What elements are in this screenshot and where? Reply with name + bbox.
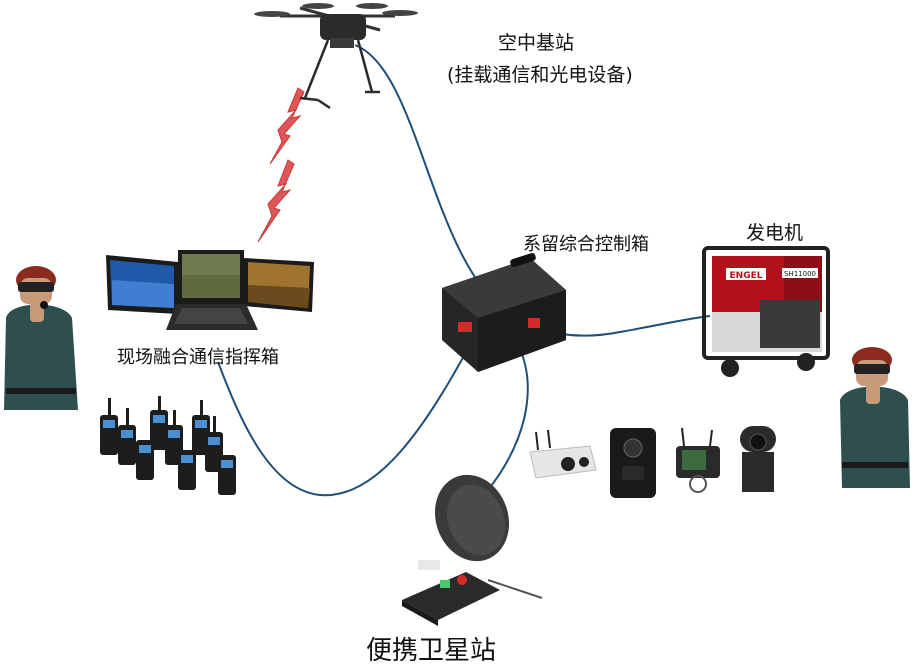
cable-command-to-box xyxy=(217,329,479,497)
tether-control-box-label: 系留综合控制箱 xyxy=(523,234,649,255)
tether-control-box-icon xyxy=(442,252,566,372)
aerial-station-label: 空中基站 xyxy=(498,32,575,54)
ptz-camera-icon xyxy=(740,426,776,492)
portable-satellite-label: 便携卫星站 xyxy=(366,636,497,666)
body-camera-icon xyxy=(610,428,656,498)
drone-icon xyxy=(254,3,418,110)
aerial-payload-label: (挂载通信和光电设备) xyxy=(447,64,633,86)
generator-icon: ENGEL SH11000 xyxy=(702,246,830,377)
wireless-link-icon xyxy=(257,87,305,243)
handheld-radios-icon xyxy=(100,396,236,495)
surveillance-camera-icon xyxy=(529,429,597,479)
handheld-terminal-icon xyxy=(676,427,720,493)
generator-brand-text: ENGEL xyxy=(730,271,763,281)
satellite-dish-icon xyxy=(402,474,543,626)
generator-model-text: SH11000 xyxy=(784,270,816,278)
command-box-label: 现场融合通信指挥箱 xyxy=(117,347,279,368)
operator-right-icon xyxy=(840,347,910,488)
generator-label: 发电机 xyxy=(746,222,804,244)
command-box-laptop-icon xyxy=(106,250,314,330)
operator-left-icon xyxy=(4,266,78,410)
